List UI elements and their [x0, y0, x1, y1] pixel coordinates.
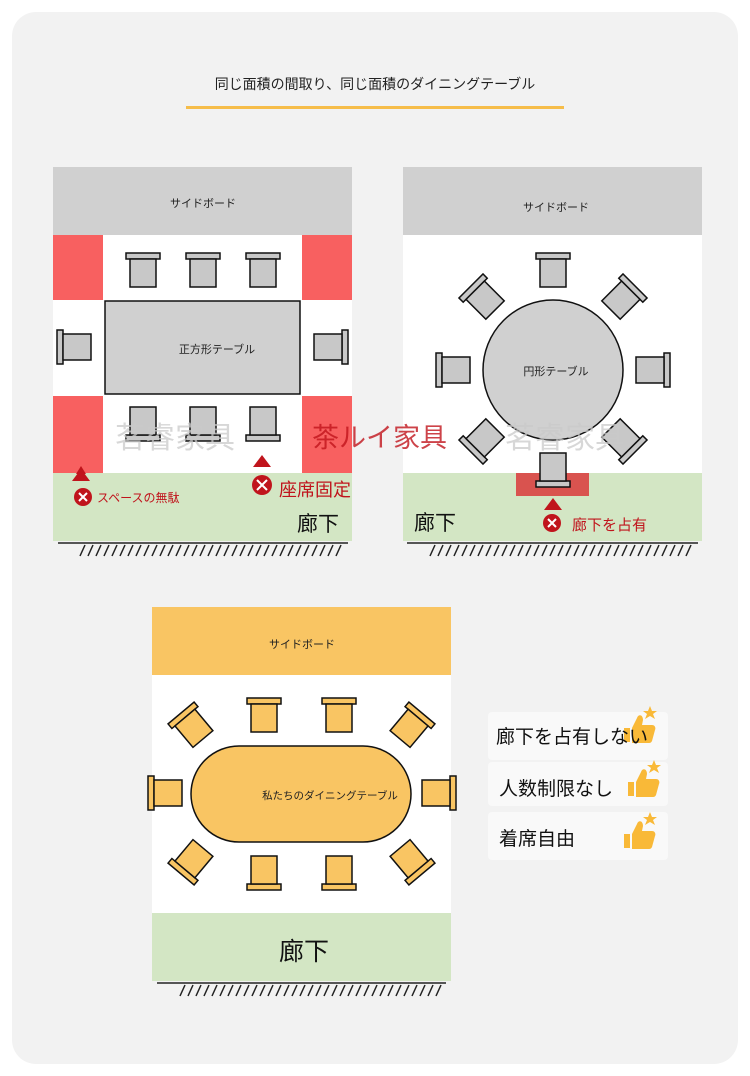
chair	[245, 406, 281, 442]
chair	[246, 697, 282, 733]
extendable-table	[190, 745, 412, 843]
sideboard-round	[403, 167, 702, 235]
chair	[435, 352, 471, 388]
square-table-label: 正方形テーブル	[179, 342, 255, 356]
corridor-label-round: 廊下	[414, 511, 456, 535]
benefit-label-free-seating: 着席自由	[499, 828, 575, 850]
issue-label-fixed-seats: 座席固定	[279, 480, 351, 501]
round-table	[482, 299, 624, 441]
sideboard-square	[53, 167, 352, 235]
corridor-label-square: 廊下	[297, 512, 339, 536]
corridor-label-ours: 廊下	[279, 937, 329, 966]
sideboard-label-square: サイドボード	[170, 197, 236, 210]
round-table-label: 円形テーブル	[523, 364, 588, 378]
wall-hatch	[58, 542, 348, 557]
chair	[535, 252, 571, 288]
title-underline	[186, 106, 564, 109]
square-layout: サイドボード 正方形テーブル 廊下 スペースの無駄 座席固定	[53, 167, 352, 557]
round-layout: サイドボード 円形テーブル 廊下 廊下を占有	[403, 167, 702, 557]
watermark: 茗睿家具 茶ルイ家具 茗睿家具	[115, 421, 625, 456]
corridor-ours	[152, 913, 451, 981]
chair	[635, 352, 671, 388]
sideboard-label-ours: サイドボード	[269, 638, 335, 651]
our-table-label: 私たちのダイニングテーブル	[262, 789, 398, 802]
corridor-square	[53, 473, 352, 541]
chair	[147, 775, 183, 811]
issue-label-wasted-space: スペースの無駄	[97, 490, 180, 505]
chair	[535, 452, 571, 488]
sideboard-ours	[152, 607, 451, 675]
wall-hatch	[157, 982, 446, 997]
wasted-corner-tl	[53, 235, 103, 300]
wasted-corner-tr	[302, 235, 352, 300]
our-layout: サイドボード 私たちのダイニングテーブル 廊下	[147, 607, 457, 997]
chair	[313, 329, 349, 365]
arrow-up-icon	[72, 469, 90, 481]
wall-hatch	[407, 542, 698, 557]
watermark-text: 茗睿家具	[505, 421, 625, 456]
watermark-text: 茗睿家具	[115, 421, 235, 456]
chair	[56, 329, 92, 365]
issue-label-occupies-corridor: 廊下を占有	[572, 516, 647, 534]
square-table	[104, 300, 301, 395]
watermark-text: 茶ルイ家具	[312, 423, 447, 454]
benefit-label-no-corridor: 廊下を占有しない	[496, 726, 648, 748]
chair	[125, 252, 161, 288]
wasted-corner-br	[302, 396, 352, 473]
arrow-up-icon	[253, 455, 271, 467]
benefit-label-no-limit: 人数制限なし	[499, 778, 613, 800]
arrow-up-icon	[544, 498, 562, 510]
chair	[321, 855, 357, 891]
chair	[321, 697, 357, 733]
chair	[185, 252, 221, 288]
page-title: 同じ面積の間取り、同じ面積のダイニングテーブル	[214, 77, 536, 93]
chair	[246, 855, 282, 891]
chair	[421, 775, 457, 811]
benefits-list: 廊下を占有しない 人数制限なし 着席自由	[488, 706, 668, 860]
wasted-corner-bl	[53, 396, 103, 473]
sideboard-label-round: サイドボード	[523, 201, 589, 214]
chair	[245, 252, 281, 288]
